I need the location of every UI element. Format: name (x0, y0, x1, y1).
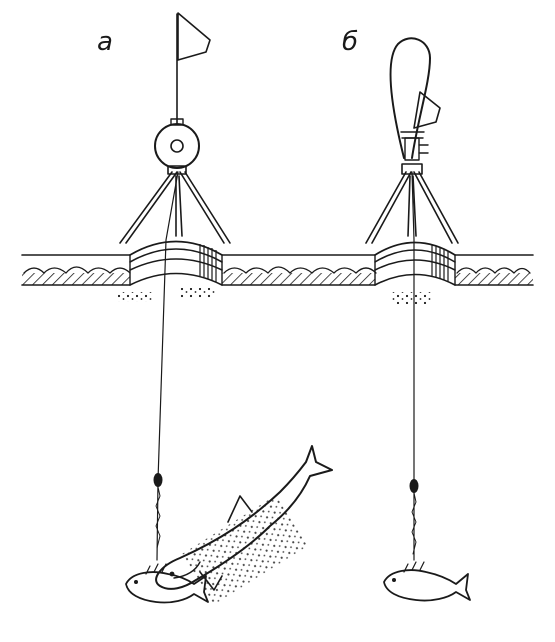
ice-hole-b (374, 241, 456, 286)
ice-hole-a (129, 240, 223, 286)
spring-icon (389, 37, 431, 161)
bait-fish-a-icon (125, 563, 209, 604)
flag-a-icon (177, 12, 211, 61)
flag-b-icon (413, 91, 441, 129)
pike-icon (155, 445, 333, 605)
label-b: б (342, 27, 358, 57)
fishing-line-b (409, 171, 419, 561)
tipup-b (365, 37, 459, 244)
ice-layer (21, 254, 534, 304)
fishing-line-a (153, 171, 179, 561)
sinker-a-icon (153, 473, 163, 487)
tipup-a (119, 12, 231, 244)
reel-icon (154, 123, 200, 169)
label-a: а (97, 27, 113, 57)
bait-fish-b-icon (383, 561, 471, 602)
sinker-b-icon (409, 479, 419, 493)
